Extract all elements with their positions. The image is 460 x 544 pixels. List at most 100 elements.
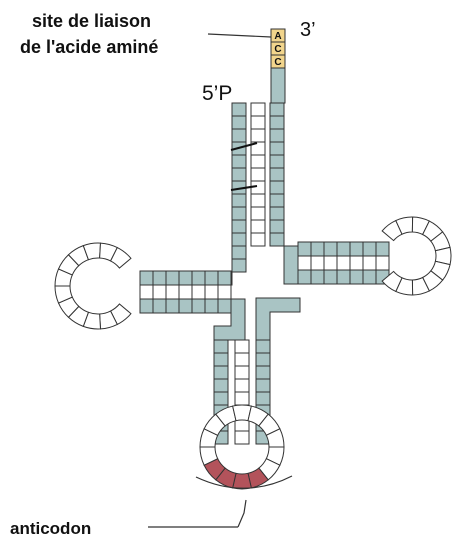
acceptor-base-letter: A	[274, 31, 281, 42]
acceptor-pair	[251, 168, 265, 181]
d-stem-pair	[218, 285, 231, 299]
junction-strand	[232, 246, 246, 259]
t-stem-strand-bottom	[324, 270, 337, 284]
anticodon-stem-5	[214, 340, 228, 353]
d-stem-pair	[166, 285, 179, 299]
t-stem-pair	[311, 256, 324, 270]
t-stem-pair	[350, 256, 363, 270]
t-stem-pair	[376, 256, 389, 270]
t-stem-pair	[363, 256, 376, 270]
d-stem-strand-bottom	[205, 299, 218, 313]
acceptor-pair	[251, 194, 265, 207]
t-stem-strand-top	[298, 242, 311, 256]
t-stem-strand-top	[363, 242, 376, 256]
t-stem-strand-top	[337, 242, 350, 256]
acceptor-strand-3	[270, 168, 284, 181]
acceptor-strand-5	[232, 220, 246, 233]
d-stem-strand-bottom	[153, 299, 166, 313]
d-stem-strand-bottom	[179, 299, 192, 313]
t-stem-strand-bottom	[363, 270, 376, 284]
acceptor-strand-5	[232, 103, 246, 116]
acceptor-strand-5	[232, 194, 246, 207]
loops	[55, 217, 451, 489]
anticodon-pointer	[238, 500, 246, 527]
acceptor-strand-5	[232, 168, 246, 181]
d-stem-strand-bottom	[218, 299, 231, 313]
d-stem-strand-top	[153, 271, 166, 285]
acceptor-strand-3	[270, 116, 284, 129]
acceptor-pair	[251, 233, 265, 246]
t-stem-strand-bottom	[298, 270, 311, 284]
acceptor-tail: ACC	[271, 29, 285, 103]
acceptor-strand-5	[232, 233, 246, 246]
t-stem-strand-bottom	[311, 270, 324, 284]
anticodon-stem-pair	[235, 340, 249, 353]
binding-site-label-2: de l'acide aminé	[20, 37, 158, 57]
anticodon-stem-5	[214, 366, 228, 379]
anticodon-label: anticodon	[10, 519, 91, 538]
acceptor-pair	[251, 129, 265, 142]
d-stem-strand-top	[179, 271, 192, 285]
acceptor-strand-3	[270, 155, 284, 168]
acceptor-strand-5	[232, 129, 246, 142]
t-stem-pair	[298, 256, 311, 270]
d-stem-pair	[153, 285, 166, 299]
d-stem-strand-top	[218, 271, 231, 285]
anticodon-stem-3	[256, 366, 270, 379]
label-leader-line	[208, 34, 271, 37]
acceptor-pair	[251, 155, 265, 168]
acceptor-pair	[251, 207, 265, 220]
d-stem-strand-top	[166, 271, 179, 285]
acceptor-pair	[251, 220, 265, 233]
t-stem-strand-bottom	[337, 270, 350, 284]
t-stem-pair	[337, 256, 350, 270]
anticodon-stem-5	[214, 379, 228, 392]
d-stem-pair	[192, 285, 205, 299]
t-stem-strand-top	[350, 242, 363, 256]
anticodon-stem-pair	[235, 431, 249, 444]
t-stem-strand-top	[324, 242, 337, 256]
anticodon-stem-3	[256, 379, 270, 392]
d-stem-pair	[179, 285, 192, 299]
stems	[140, 103, 389, 444]
backbone-link	[231, 246, 232, 285]
acceptor-base-letter: C	[274, 44, 281, 55]
anticodon-stem-3	[256, 353, 270, 366]
acceptor-strand-5	[232, 116, 246, 129]
d-stem-pair	[140, 285, 153, 299]
acceptor-tail-link	[271, 68, 285, 103]
anticodon-stem-pair	[235, 392, 249, 405]
anticodon-stem-pair	[235, 379, 249, 392]
acceptor-strand-3	[270, 181, 284, 194]
acceptor-strand-5	[232, 207, 246, 220]
d-stem-strand-bottom	[192, 299, 205, 313]
five-prime-label: 5’P	[202, 82, 232, 105]
acceptor-strand-3	[270, 194, 284, 207]
anticodon-stem-5	[214, 353, 228, 366]
acceptor-strand-3	[270, 129, 284, 142]
d-stem-strand-top	[140, 271, 153, 285]
acceptor-strand-3	[270, 103, 284, 116]
junction-strand	[232, 259, 246, 272]
acceptor-pair	[251, 103, 265, 116]
anticodon-stem-3	[256, 340, 270, 353]
acceptor-strand-5	[232, 155, 246, 168]
d-stem-strand-bottom	[166, 299, 179, 313]
anticodon-stem-pair	[235, 353, 249, 366]
t-stem-strand-top	[311, 242, 324, 256]
acceptor-strand-3	[270, 220, 284, 233]
backbone-link	[284, 246, 298, 284]
d-stem-strand-top	[192, 271, 205, 285]
t-stem-strand-top	[376, 242, 389, 256]
anticodon-stem-5	[214, 392, 228, 405]
three-prime-label: 3’	[300, 19, 316, 41]
anticodon-stem-3	[256, 392, 270, 405]
acceptor-strand-3	[270, 233, 284, 246]
d-stem-strand-top	[205, 271, 218, 285]
backbone-link	[256, 298, 300, 340]
binding-site-label-1: site de liaison	[32, 11, 151, 31]
acceptor-strand-3	[270, 207, 284, 220]
acceptor-strand-3	[270, 142, 284, 155]
